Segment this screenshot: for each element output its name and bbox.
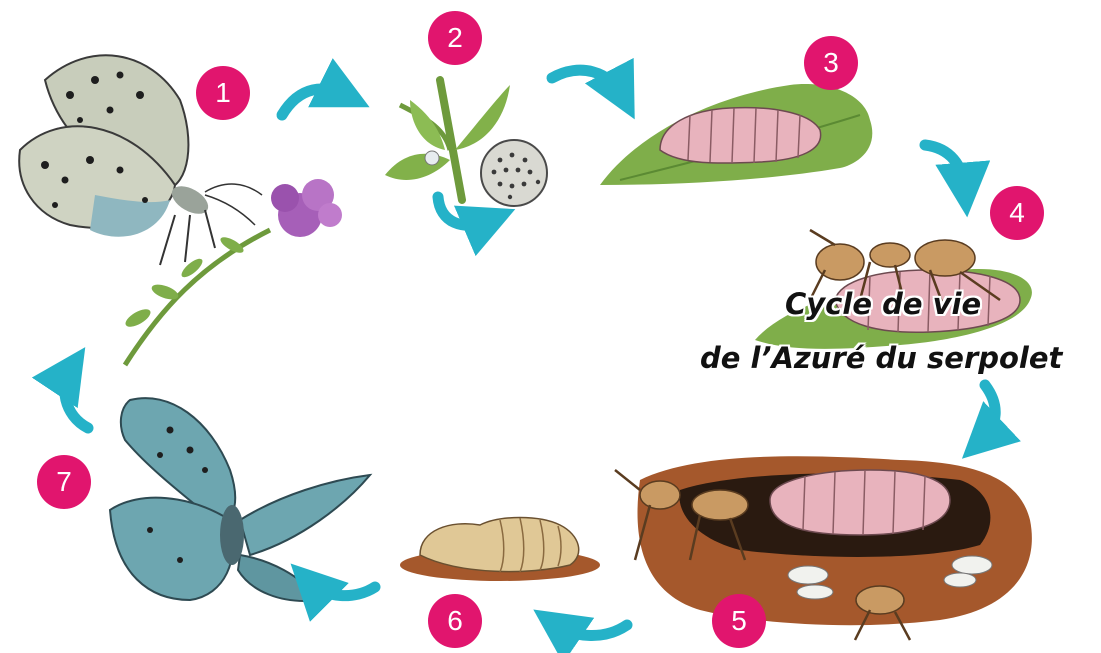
stage-badge-2: 2 — [428, 11, 482, 65]
stage-badge-4: 4 — [990, 186, 1044, 240]
arrow-4-to-5 — [982, 385, 995, 440]
stage-number: 2 — [447, 22, 463, 54]
stage-number: 3 — [823, 47, 839, 79]
stage-number: 4 — [1009, 197, 1025, 229]
ant-nest-illustration — [615, 456, 1032, 640]
arrow-6-to-7 — [310, 583, 375, 596]
emerging-butterfly-illustration — [110, 398, 370, 601]
arrow-1-to-2 — [282, 89, 345, 115]
caterpillar-on-leaf-illustration — [600, 84, 872, 185]
stage-badge-3: 3 — [804, 36, 858, 90]
stage-number: 7 — [56, 466, 72, 498]
arrow-3-to-4 — [925, 145, 965, 190]
stage-badge-5: 5 — [712, 594, 766, 648]
stage-number: 6 — [447, 605, 463, 637]
egg-illustration — [385, 80, 547, 206]
arrow-5-to-6 — [556, 625, 627, 636]
stage-badge-1: 1 — [196, 66, 250, 120]
stage-number: 5 — [731, 605, 747, 637]
stage-number: 1 — [215, 77, 231, 109]
diagram-title-line-2: de l’Azuré du serpolet — [700, 341, 1062, 375]
arrow-2-to-3 — [552, 70, 622, 95]
diagram-title-line-1: Cycle de vie — [785, 287, 981, 321]
arrow-7-to-1 — [65, 370, 88, 428]
stage-badge-6: 6 — [428, 594, 482, 648]
chrysalis-illustration — [400, 518, 600, 582]
stage-badge-7: 7 — [37, 455, 91, 509]
